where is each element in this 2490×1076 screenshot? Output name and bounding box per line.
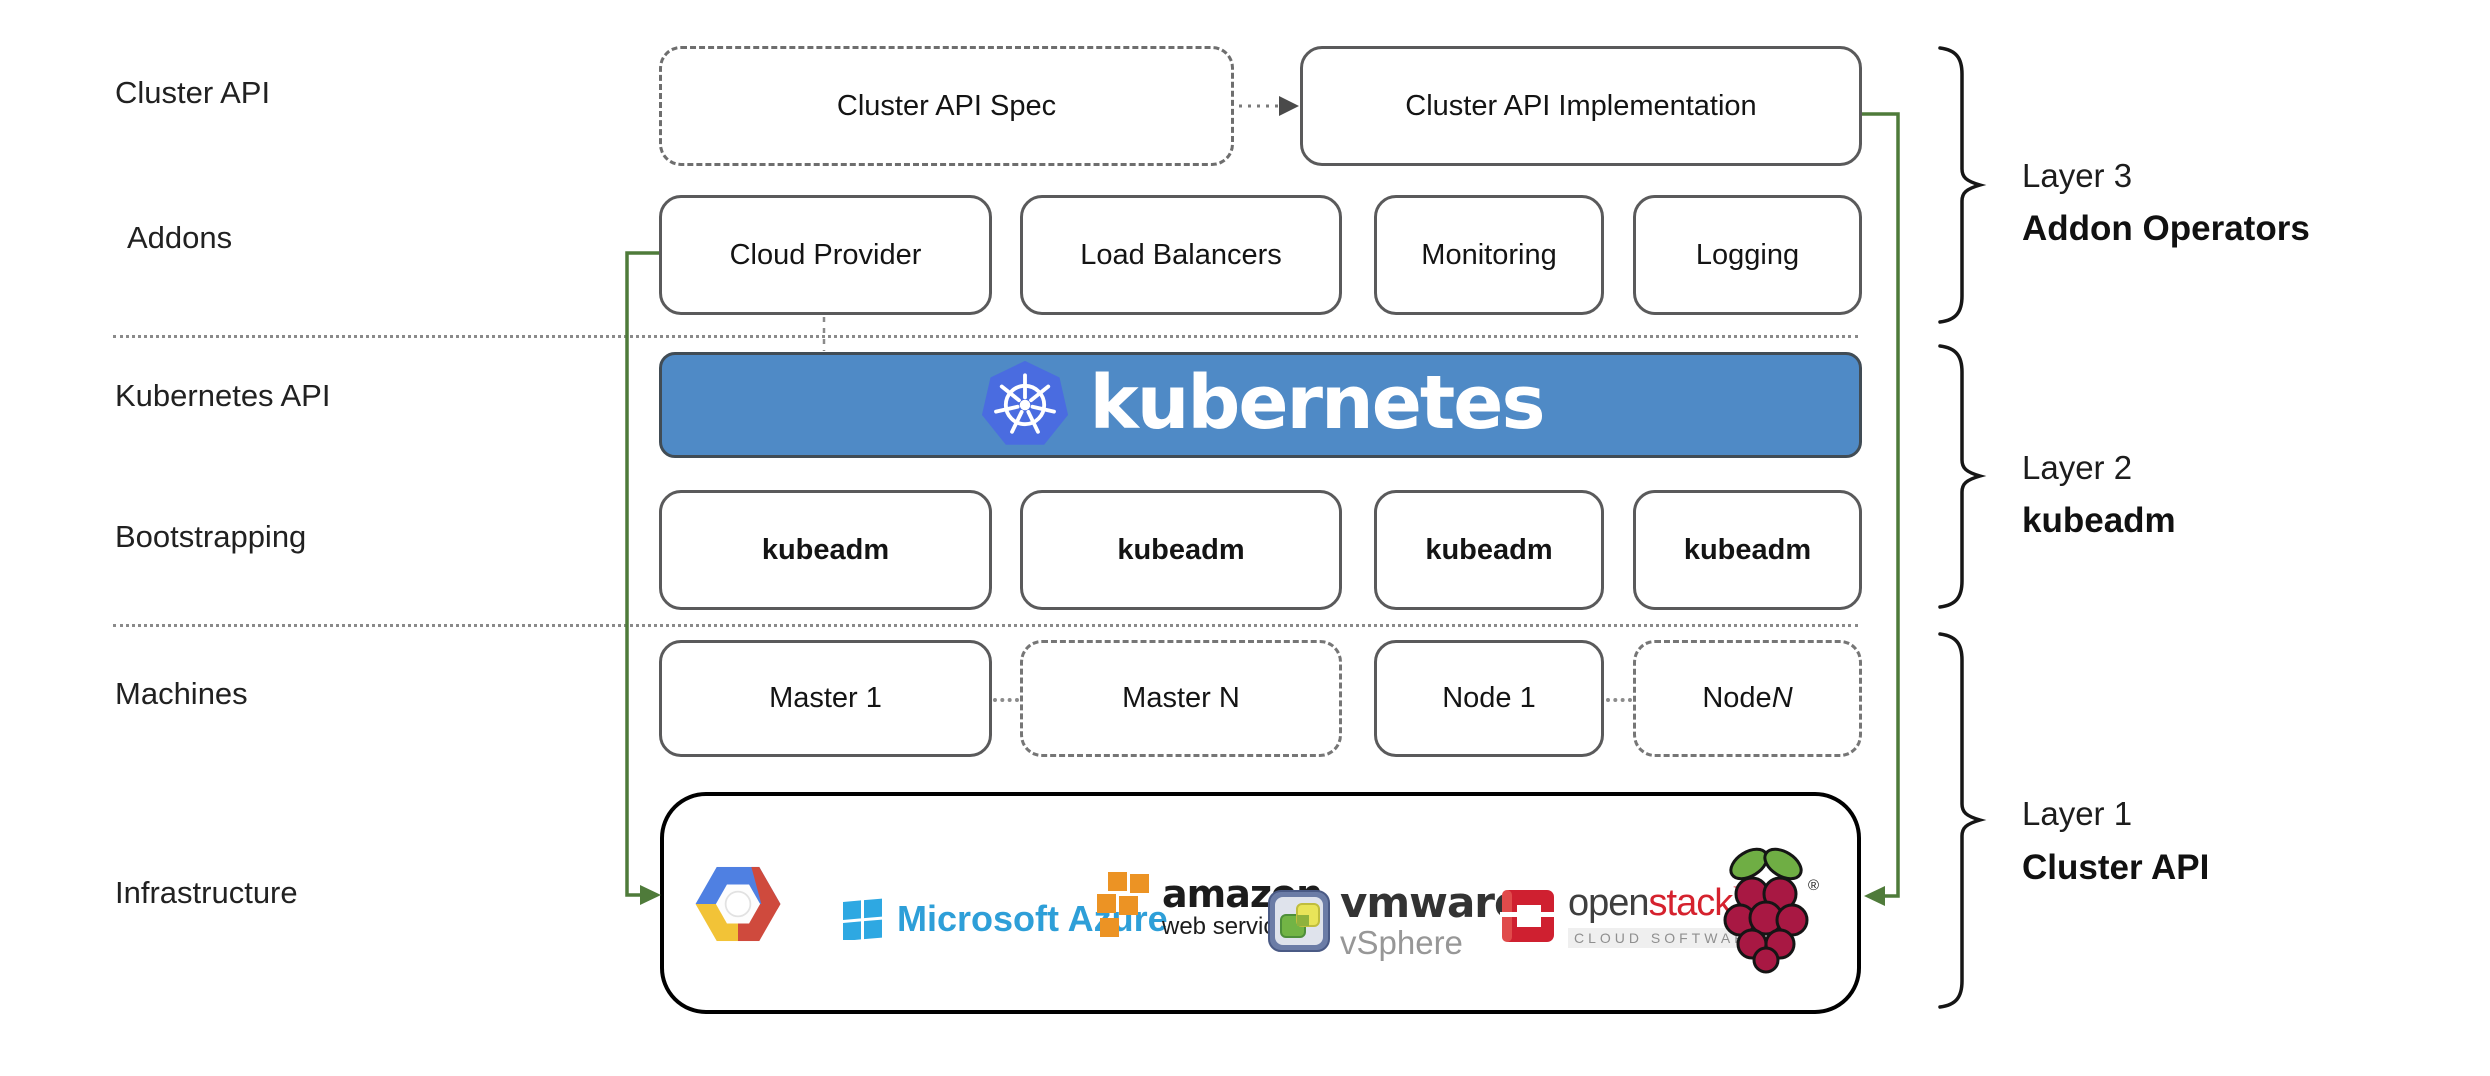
layer-2-line1: Layer 2 <box>2022 449 2133 486</box>
cluster-api-implementation-box: Cluster API Implementation <box>1300 46 1862 166</box>
google-cloud-icon <box>692 858 784 950</box>
row-label-machines: Machines <box>115 676 248 711</box>
master-ellipsis-connector <box>993 698 1019 702</box>
layer-2-title: Layer 2 <box>2022 449 2132 487</box>
addon-box-cloud-provider: Cloud Provider <box>659 195 992 315</box>
kubernetes-banner-label: kubernetes <box>1089 360 1545 446</box>
machine-label: Master 1 <box>769 682 882 714</box>
row-label-infrastructure: Infrastructure <box>115 875 298 910</box>
separator-machines <box>113 624 1858 627</box>
row-label-addons: Addons <box>127 220 233 255</box>
machine-box-node-1: Node 1 <box>1374 640 1604 757</box>
layer-3-line1: Layer 3 <box>2022 157 2133 194</box>
kubeadm-label: kubeadm <box>1683 533 1812 566</box>
microsoft-azure-logo: Microsoft Azure <box>843 898 1168 940</box>
addon-label: Logging <box>1695 238 1800 271</box>
kubeadm-box-3: kubeadm <box>1374 490 1604 610</box>
vmware-label: vmware <box>1340 878 1522 927</box>
machine-label: Node <box>1702 682 1772 714</box>
row-label-cluster-api: Cluster API <box>115 75 271 110</box>
layer-1-line1: Layer 1 <box>2022 795 2133 832</box>
layer-1-subtitle: Cluster API <box>2022 848 2209 888</box>
separator-kubernetes-api <box>113 335 1858 338</box>
cluster-api-spec-box: Cluster API Spec <box>659 46 1234 166</box>
layer-2-brace <box>1938 344 1987 609</box>
node-ellipsis-connector <box>1606 698 1632 702</box>
kubeadm-label: kubeadm <box>761 533 890 566</box>
kubeadm-box-2: kubeadm <box>1020 490 1342 610</box>
cluster-api-implementation-label: Cluster API Implementation <box>1405 89 1757 122</box>
layer-3-title: Layer 3 <box>2022 157 2132 195</box>
kubeadm-label: kubeadm <box>1117 533 1245 566</box>
addon-box-load-balancers: Load Balancers <box>1020 195 1342 315</box>
machine-label: Node 1 <box>1442 682 1536 714</box>
azure-window-icon <box>843 898 882 940</box>
kubeadm-label: kubeadm <box>1425 533 1553 566</box>
vmware-icon <box>1268 889 1330 952</box>
layer-3-brace <box>1938 46 1987 324</box>
machine-box-master-1: Master 1 <box>659 640 992 757</box>
machine-box-master-n: Master N <box>1020 640 1342 757</box>
addon-box-logging: Logging <box>1633 195 1862 315</box>
row-label-bootstrapping: Bootstrapping <box>115 519 307 554</box>
kubernetes-logo-icon <box>982 360 1069 445</box>
kubeadm-box-4: kubeadm <box>1633 490 1862 610</box>
aws-boxes-icon <box>1097 872 1149 937</box>
cloud-provider-to-infrastructure-connector <box>625 251 661 905</box>
vsphere-label: vSphere <box>1340 924 1463 961</box>
implementation-to-infrastructure-connector <box>1862 112 1900 906</box>
machine-box-node-n: Node N <box>1633 640 1862 757</box>
addon-label: Load Balancers <box>1080 238 1282 271</box>
layer-3-line2: Addon Operators <box>2022 209 2310 248</box>
raspberry-pi-reg-mark: ® <box>1808 877 1819 894</box>
machine-label-n: N <box>1771 682 1793 714</box>
layer-2-subtitle: kubeadm <box>2022 501 2176 541</box>
openstack-subtitle: CLOUD SOFTWARE <box>1568 928 1768 948</box>
openstack-icon <box>1500 890 1556 942</box>
spec-to-implementation-arrow <box>1239 96 1299 116</box>
layer-1-line2: Cluster API <box>2022 848 2210 887</box>
layer-3-subtitle: Addon Operators <box>2022 209 2310 249</box>
infrastructure-box <box>660 792 1861 1014</box>
layer-2-line2: kubeadm <box>2022 501 2176 540</box>
openstack-label-open: open <box>1568 882 1650 924</box>
layer-1-brace <box>1938 632 1987 1009</box>
addon-box-monitoring: Monitoring <box>1374 195 1604 315</box>
addon-label: Cloud Provider <box>729 238 922 271</box>
kubernetes-banner: kubernetes <box>659 352 1862 458</box>
addon-label: Monitoring <box>1421 238 1557 271</box>
openstack-label-stack: stack <box>1648 882 1734 924</box>
kubeadm-box-1: kubeadm <box>659 490 992 610</box>
layer-1-title: Layer 1 <box>2022 795 2132 833</box>
cluster-api-spec-label: Cluster API Spec <box>836 89 1057 122</box>
machine-label: Master N <box>1122 682 1240 714</box>
row-label-kubernetes-api: Kubernetes API <box>115 378 331 413</box>
vmware-vsphere-logo: vmware® vSphere <box>1268 882 1535 961</box>
openstack-logo: openstack™ CLOUD SOFTWARE <box>1500 884 1768 948</box>
raspberry-pi-icon: ® <box>1716 838 1820 988</box>
